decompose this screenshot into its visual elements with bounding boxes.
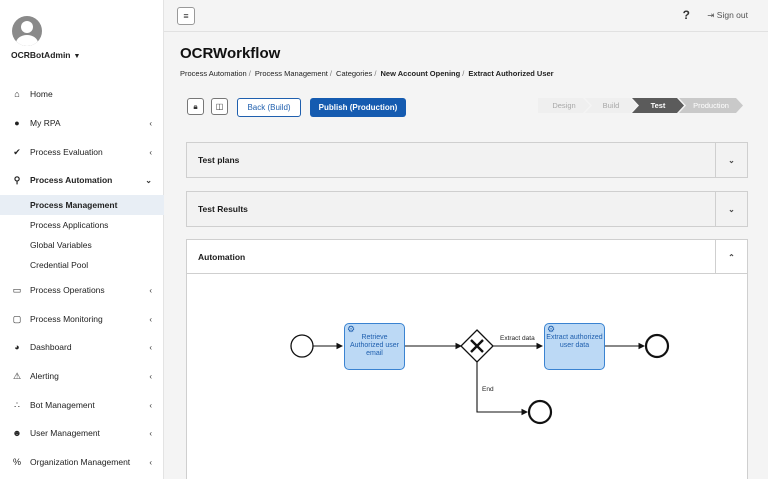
main-content: OCRWorkflow Process Automation/ Process …: [164, 32, 768, 479]
task-retrieve-user-email[interactable]: ⚙ Retrieve Authorized user email: [344, 323, 405, 370]
chevron-down-icon[interactable]: ⌄: [715, 192, 747, 226]
chevron-left-icon: ‹: [149, 400, 152, 410]
nav-item-alerting[interactable]: ⚠Alerting‹: [0, 366, 164, 386]
columns-icon: ◫: [215, 102, 224, 111]
flow-label-end: End: [482, 386, 494, 393]
sign-out-icon: ⇥: [707, 10, 715, 20]
test-results-header[interactable]: Test Results⌄: [187, 192, 747, 226]
menu-toggle-button[interactable]: ≡: [177, 7, 195, 25]
check-icon: ✔: [13, 146, 21, 157]
sidebar-item-process-management[interactable]: Process Management: [0, 195, 164, 215]
monitor-icon: ▢: [12, 313, 22, 324]
nav-item-user-management[interactable]: ☻User Management‹: [0, 423, 164, 443]
start-event: [290, 334, 314, 358]
breadcrumb-item[interactable]: Process Automation: [180, 69, 247, 78]
breadcrumb-item: Extract Authorized User: [468, 69, 554, 78]
back-build-button[interactable]: Back (Build): [237, 98, 301, 117]
bot-icon: ∴: [14, 399, 20, 410]
dashboard-icon: ◕: [14, 342, 20, 352]
users-icon: ☻: [12, 428, 22, 438]
sidebar-item-credential-pool[interactable]: Credential Pool: [30, 260, 89, 270]
automation-header[interactable]: Automation⌃: [187, 240, 747, 274]
user-icon: ●: [14, 118, 20, 128]
test-plans-panel: Test plans⌄: [186, 142, 748, 178]
nav-item-process-operations[interactable]: ▭Process Operations‹: [0, 280, 164, 300]
step-test: Test: [632, 98, 684, 113]
breadcrumb-item[interactable]: Process Management: [254, 69, 328, 78]
automation-panel: Automation⌃ ⚙: [186, 239, 748, 479]
chevron-down-icon: ⌄: [145, 175, 152, 185]
page-title: OCRWorkflow: [180, 45, 281, 62]
gear-icon: ⚙: [347, 324, 356, 334]
step-production: Production: [679, 98, 743, 113]
chevron-left-icon: ‹: [149, 314, 152, 324]
nav-item-process-evaluation[interactable]: ✔Process Evaluation‹: [0, 142, 164, 162]
sidebar-item-process-applications[interactable]: Process Applications: [30, 220, 109, 230]
chevron-left-icon: ‹: [149, 285, 152, 295]
warning-icon: ⚠: [12, 370, 22, 381]
task-extract-user-data[interactable]: ⚙ Extract authorized user data: [544, 323, 605, 370]
end-event-1: [644, 333, 670, 359]
chevron-left-icon: ‹: [149, 428, 152, 438]
home-icon: ⌂: [14, 89, 20, 99]
chevron-left-icon: ‹: [149, 342, 152, 352]
end-event-2: [527, 399, 553, 425]
sidebar-item-global-variables[interactable]: Global Variables: [30, 240, 92, 250]
flow-label-extract-data: Extract data: [500, 335, 535, 342]
test-plans-header[interactable]: Test plans⌄: [187, 143, 747, 177]
step-design: Design: [538, 98, 590, 113]
nav-item-my-rpa[interactable]: ●My RPA‹: [0, 113, 164, 133]
step-build: Build: [585, 98, 637, 113]
user-name: OCRBotAdmin: [11, 50, 71, 60]
breadcrumb: Process Automation/ Process Management/ …: [180, 69, 554, 78]
help-icon[interactable]: ?: [682, 8, 690, 22]
breadcrumb-item[interactable]: New Account Opening: [380, 69, 461, 78]
chevron-left-icon: ‹: [149, 147, 152, 157]
chevron-left-icon: ‹: [149, 457, 152, 467]
chevron-left-icon: ‹: [149, 371, 152, 381]
test-results-panel: Test Results⌄: [186, 191, 748, 227]
nav-item-dashboard[interactable]: ◕Dashboard‹: [0, 337, 164, 357]
organization-icon: %: [12, 457, 21, 467]
breadcrumb-item[interactable]: Categories: [336, 69, 373, 78]
operations-icon: ▭: [12, 284, 22, 295]
chevron-left-icon: ‹: [149, 118, 152, 128]
topbar: ≡ ? ⇥ Sign out: [164, 0, 768, 32]
flow-connectors: [290, 329, 670, 425]
gateway-x-mark: [470, 339, 484, 353]
caret-down-icon: ▼: [73, 53, 81, 60]
hamburger-icon: ≡: [183, 11, 189, 21]
nav-item-home[interactable]: ⌂Home: [0, 84, 164, 104]
nav-item-organization-management[interactable]: %Organization Management‹: [0, 452, 164, 472]
sign-out-link[interactable]: ⇥ Sign out: [707, 10, 748, 20]
sidebar: OCRBotAdmin▼ ⌂Home ●My RPA‹ ✔Process Eva…: [0, 0, 164, 479]
avatar[interactable]: [12, 16, 42, 46]
sitemap-icon: ⚲: [13, 174, 21, 185]
chevron-down-icon[interactable]: ⌄: [715, 143, 747, 177]
user-menu[interactable]: OCRBotAdmin▼: [11, 50, 80, 60]
lock-icon: 🔒︎: [193, 101, 198, 111]
nav-item-bot-management[interactable]: ∴Bot Management‹: [0, 395, 164, 415]
publish-production-button[interactable]: Publish (Production): [310, 98, 406, 117]
bpmn-diagram: ⚙ Retrieve Authorized user email ⚙ Extra…: [187, 275, 747, 479]
gear-icon: ⚙: [547, 324, 556, 334]
nav-item-process-automation[interactable]: ⚲Process Automation⌄: [0, 170, 164, 190]
flow-gateway-to-end2: [476, 362, 529, 416]
nav-item-process-monitoring[interactable]: ▢Process Monitoring‹: [0, 309, 164, 329]
layout-button[interactable]: ◫: [211, 98, 228, 115]
chevron-up-icon[interactable]: ⌃: [715, 240, 747, 274]
lock-button[interactable]: 🔒︎: [187, 98, 204, 115]
